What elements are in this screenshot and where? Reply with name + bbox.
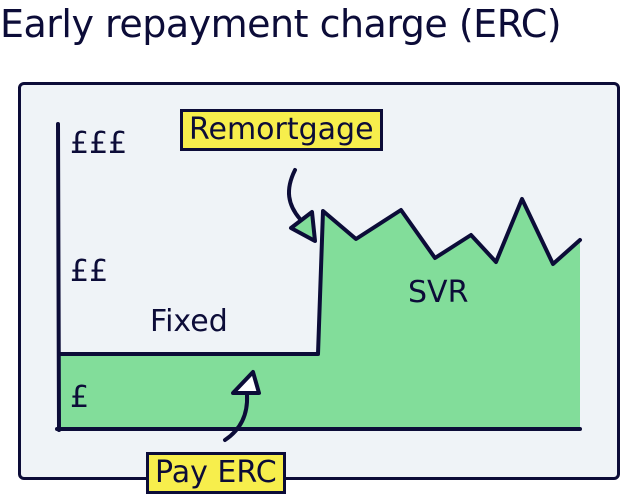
- pay-erc-arrow: [223, 393, 250, 442]
- pay-erc-callout: Pay ERC: [146, 452, 286, 494]
- remortgage-arrowhead-icon: [289, 210, 317, 243]
- fixed-area: [60, 354, 318, 428]
- page-title: Early repayment charge (ERC): [0, 2, 562, 46]
- rate-line: [58, 197, 582, 356]
- svr-area: [318, 199, 580, 428]
- y-axis: [56, 122, 61, 432]
- y-label-mid: ££: [70, 254, 109, 289]
- y-label-high: £££: [70, 126, 128, 161]
- svr-label: SVR: [408, 275, 469, 310]
- y-label-low: £: [70, 380, 90, 415]
- remortgage-arrow: [287, 168, 302, 221]
- remortgage-callout: Remortgage: [180, 109, 383, 151]
- fixed-label: Fixed: [150, 304, 228, 339]
- pay-erc-arrowhead-icon: [231, 370, 261, 395]
